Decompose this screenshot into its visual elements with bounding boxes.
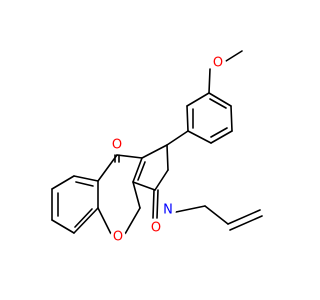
bond-bz-a-inner xyxy=(75,181,94,187)
bond-bz-b xyxy=(51,175,75,190)
bond-ch2-ch xyxy=(204,205,229,225)
bond-c3a-c9a-inner xyxy=(137,161,146,181)
bond-methyl-o xyxy=(225,50,243,62)
lower-carbonyl-oxygen: O xyxy=(148,220,164,236)
bond-c4a-o xyxy=(97,207,112,235)
upper-carbonyl-oxygen: O xyxy=(109,137,125,153)
ring-oxygen: O xyxy=(110,229,126,245)
bond-c9a-c1 xyxy=(141,144,168,159)
ring-oxygen-label: O xyxy=(113,230,123,245)
bond-c3-o-b xyxy=(156,189,159,219)
bond-n-c3 xyxy=(154,169,169,191)
bond-c9a-c9 xyxy=(116,154,143,159)
bond-ar-b xyxy=(230,105,233,132)
upper-carbonyl-oxygen-label: O xyxy=(112,138,122,153)
molecule-structure-diagram: O O N O O xyxy=(51,50,263,245)
bond-ar-c-inner xyxy=(210,127,228,138)
bond-ch-ch2-a xyxy=(227,209,261,225)
bond-c3-o-a xyxy=(152,189,155,219)
bond-ar-e xyxy=(186,105,189,132)
bond-ar-d xyxy=(187,130,212,144)
atom-labels: O O N O O xyxy=(109,55,226,245)
ring-nitrogen-label: N xyxy=(163,203,173,218)
ring-nitrogen: N xyxy=(160,202,176,218)
bond-c1-n xyxy=(166,144,169,171)
bond-bz-e-inner xyxy=(74,208,93,228)
bond-bz-d xyxy=(51,219,75,234)
bond-c9-c9b xyxy=(97,154,118,182)
bond-n-ch2 xyxy=(175,205,206,213)
bond-o-aryl xyxy=(208,68,211,94)
lower-carbonyl-oxygen-label: O xyxy=(151,221,161,236)
bond-c3a-c9a xyxy=(132,157,143,183)
bond-ar-a xyxy=(208,92,232,107)
bond-ar-c xyxy=(210,130,233,144)
bond-o-c3a xyxy=(124,207,141,235)
bond-ch-ch2-b xyxy=(229,215,263,231)
bond-bz-e xyxy=(73,207,99,234)
bond-c3-c3a xyxy=(132,181,156,191)
bond-aryl-c1 xyxy=(166,130,189,146)
bond-c3a-fused xyxy=(132,181,141,209)
methoxy-oxygen: O xyxy=(210,55,226,71)
bond-bz-a xyxy=(73,175,99,182)
methoxy-oxygen-label: O xyxy=(213,56,223,71)
bond-ar-a-inner xyxy=(209,98,227,109)
bond-ar-f xyxy=(186,92,210,107)
bonds xyxy=(51,50,263,235)
